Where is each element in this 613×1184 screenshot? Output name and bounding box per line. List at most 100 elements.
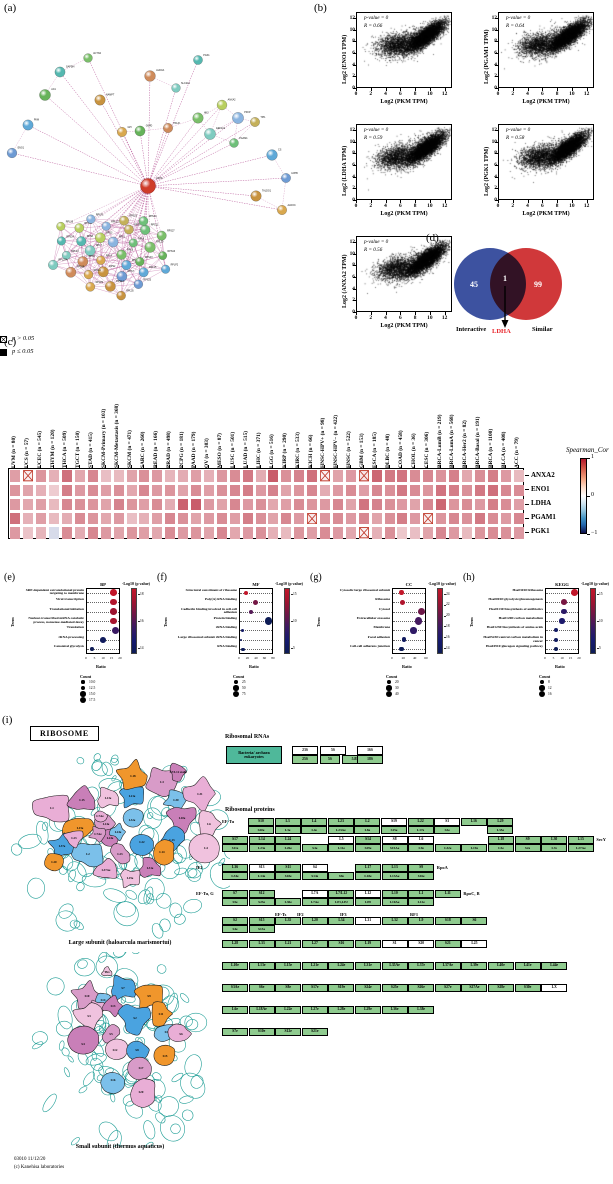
ribosomal-protein-box[interactable]: S20 (408, 940, 435, 949)
ribosome-protein-blob[interactable] (105, 1038, 129, 1060)
heatmap-cell[interactable] (100, 513, 111, 525)
ribosomal-protein-box[interactable]: L19e (461, 844, 488, 853)
ribosomal-protein-box[interactable]: L26e (275, 844, 302, 853)
network-node[interactable] (119, 215, 129, 226)
ribosomal-protein-box[interactable]: L11e (328, 844, 355, 853)
ribosome-protein-blob[interactable] (44, 853, 64, 872)
heatmap-cell[interactable] (255, 527, 266, 539)
dotplot-dot[interactable] (561, 599, 567, 605)
ribosomal-protein-box[interactable]: L22e (275, 1006, 302, 1015)
ribosomal-protein-box[interactable]: L14 (248, 836, 275, 845)
network-node[interactable] (156, 230, 167, 241)
ribosomal-protein-box[interactable]: S4 (301, 864, 328, 873)
dotplot-dot[interactable] (110, 598, 117, 606)
dotplot-dot[interactable] (417, 607, 426, 616)
heatmap-cell[interactable] (139, 498, 150, 511)
heatmap-cell[interactable] (320, 470, 331, 482)
heatmap-cell[interactable] (62, 484, 73, 496)
network-node[interactable] (133, 279, 144, 289)
ribosomal-protein-box[interactable]: L30e (275, 898, 302, 907)
heatmap-cell[interactable] (74, 498, 85, 511)
ribosomal-protein-box[interactable]: L33 (248, 940, 275, 949)
heatmap-cell[interactable] (410, 513, 421, 525)
ribosomal-protein-box[interactable]: L7e (541, 844, 568, 853)
ribosomal-protein-box[interactable]: L8e (354, 826, 381, 835)
heatmap-cell[interactable] (126, 498, 137, 511)
ribosome-protein-blob[interactable] (182, 776, 216, 813)
ribosomal-protein-box[interactable]: S13 (248, 864, 275, 873)
heatmap-cell[interactable] (49, 527, 60, 539)
network-node[interactable] (134, 125, 146, 137)
ribosome-protein-blob[interactable] (169, 762, 187, 782)
heatmap-cell[interactable] (178, 527, 189, 539)
ribosomal-protein-box[interactable]: S15Ae (381, 844, 408, 853)
heatmap-cell[interactable] (320, 484, 331, 496)
heatmap-cell[interactable] (74, 470, 85, 482)
ribosomal-protein-box[interactable]: S11e (222, 844, 248, 853)
heatmap-cell[interactable] (113, 484, 124, 496)
dotplot-dot[interactable] (110, 608, 117, 615)
network-node[interactable] (140, 224, 151, 235)
ribosomal-protein-box[interactable]: S27Ae (461, 984, 488, 993)
dotplot-dot[interactable] (401, 637, 407, 643)
network-node[interactable] (121, 260, 132, 271)
ribosomal-protein-box[interactable]: S13a (248, 925, 275, 934)
heatmap-cell[interactable] (461, 470, 472, 482)
heatmap-cell[interactable] (487, 498, 498, 511)
ribosomal-protein-box[interactable]: S27e (434, 984, 461, 993)
heatmap-cell[interactable] (255, 470, 266, 482)
ribosomal-protein-box[interactable]: L15 (567, 836, 594, 845)
heatmap-cell[interactable] (320, 527, 331, 539)
ribosomal-protein-box[interactable]: S10 (248, 818, 274, 827)
network-node[interactable] (171, 83, 181, 93)
network-node[interactable] (83, 269, 94, 280)
ribosomal-protein-box[interactable]: S15 (248, 917, 275, 926)
ribosome-protein-blob[interactable] (129, 834, 154, 856)
heatmap-cell[interactable] (191, 527, 202, 539)
heatmap-cell[interactable] (320, 498, 331, 511)
heatmap-cell[interactable] (474, 513, 485, 525)
ribosomal-protein-box[interactable]: L28 (222, 940, 248, 949)
ribosomal-protein-box[interactable]: L4e (301, 826, 328, 835)
heatmap-cell[interactable] (165, 498, 176, 511)
heatmap-cell[interactable] (113, 498, 124, 511)
ribosomal-protein-box[interactable]: S6 (461, 917, 488, 926)
ribosome-protein-blob[interactable] (110, 843, 131, 865)
ribosomal-protein-box[interactable]: S3 (434, 818, 461, 827)
heatmap-cell[interactable] (203, 513, 214, 525)
dotplot-dot[interactable] (100, 637, 106, 643)
heatmap-cell[interactable] (216, 470, 227, 482)
ribosome-protein-blob[interactable] (115, 759, 148, 790)
network-node[interactable] (158, 251, 168, 261)
heatmap-cell[interactable] (487, 484, 498, 496)
ribosomal-protein-box[interactable]: S9 (408, 864, 435, 873)
ribosomal-protein-box[interactable]: S16e (408, 872, 435, 881)
network-node[interactable] (138, 216, 149, 226)
heatmap-cell[interactable] (436, 484, 447, 496)
network-node[interactable] (96, 255, 106, 265)
heatmap-cell[interactable] (397, 498, 408, 511)
network-node[interactable] (116, 290, 126, 301)
heatmap-cell[interactable] (500, 484, 511, 496)
network-node[interactable] (204, 128, 216, 140)
network-node[interactable] (6, 147, 18, 159)
heatmap-cell[interactable] (461, 527, 472, 539)
heatmap-cell[interactable] (152, 484, 163, 496)
ribosomal-protein-box[interactable]: L19 (355, 940, 381, 949)
network-node[interactable] (39, 89, 51, 101)
ribosomal-protein-box[interactable]: L32e (434, 844, 461, 853)
ribosomal-protein-box[interactable]: S2 (222, 917, 248, 926)
ribosomal-protein-box[interactable]: S14 (355, 836, 381, 845)
ribosome-protein-blob[interactable] (130, 1078, 156, 1108)
dotplot-dot[interactable] (240, 628, 244, 632)
heatmap-cell[interactable] (23, 484, 34, 496)
ribosomal-protein-box[interactable]: L10e (222, 962, 248, 971)
heatmap-cell[interactable] (500, 513, 511, 525)
network-node[interactable] (250, 117, 260, 127)
heatmap-cell[interactable] (513, 527, 524, 539)
ribosomal-protein-box[interactable]: S30e (514, 984, 541, 993)
heatmap-cell[interactable] (229, 484, 240, 496)
ribosome-protein-blob[interactable] (72, 1002, 103, 1032)
heatmap-cell[interactable] (178, 470, 189, 482)
dotplot-dot[interactable] (410, 627, 417, 634)
